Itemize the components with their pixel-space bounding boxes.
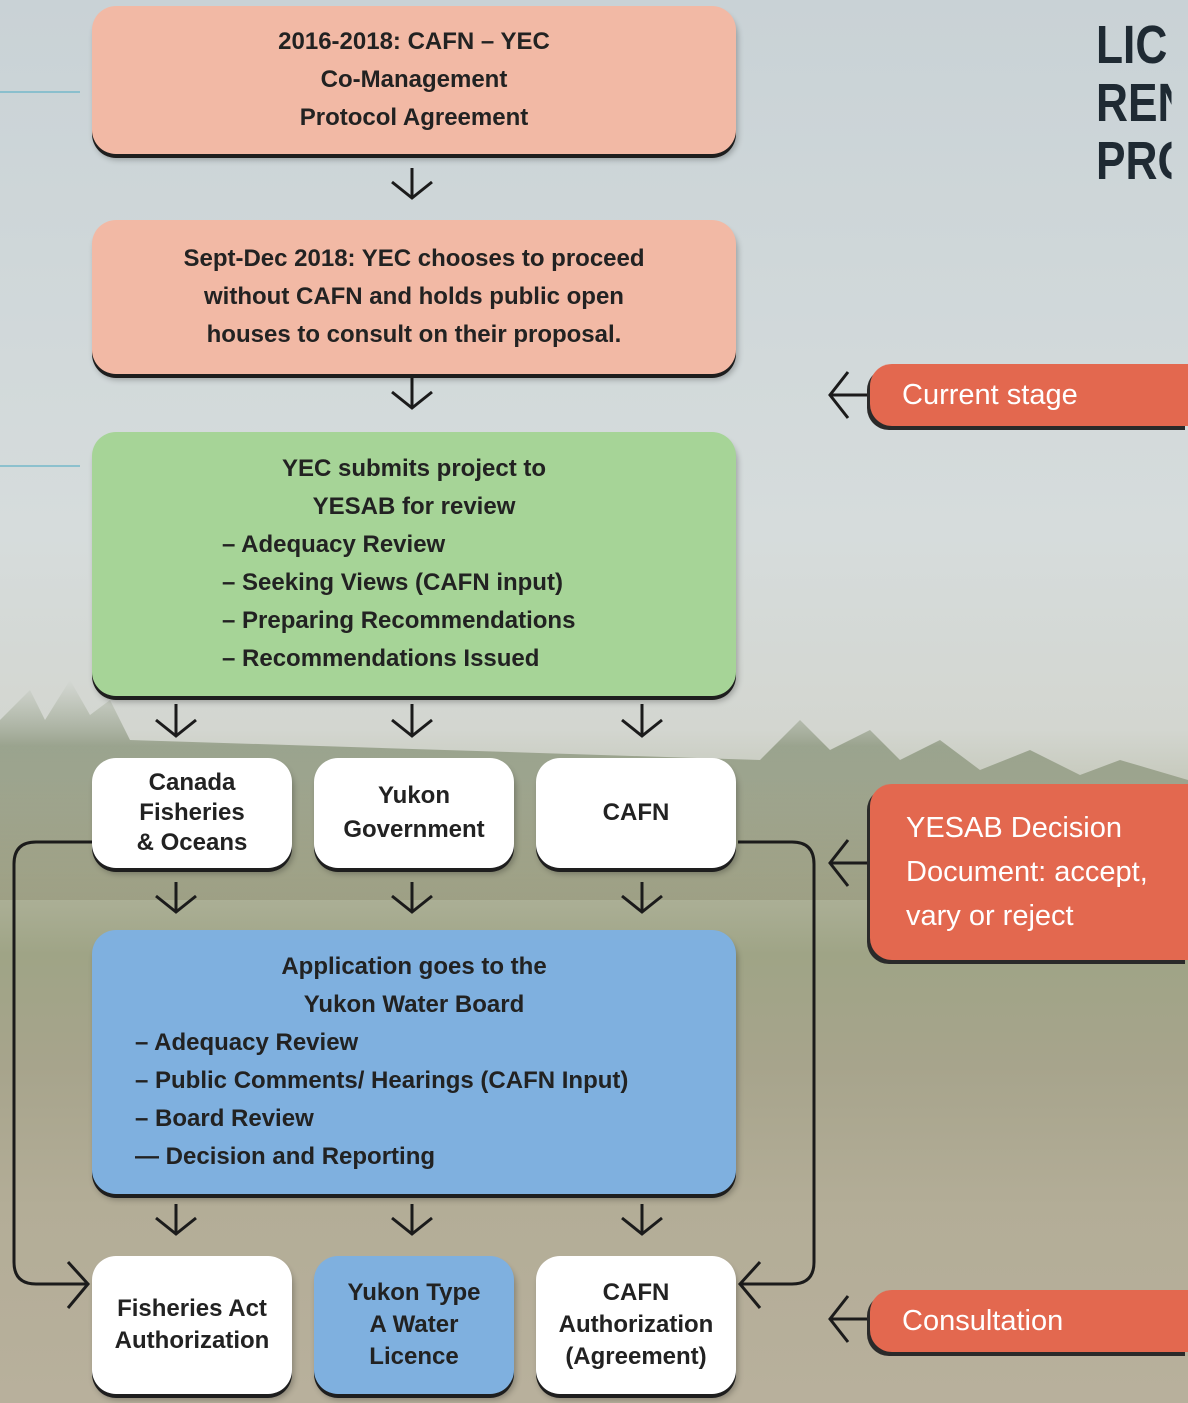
bracket-connector-left	[12, 840, 92, 1309]
arrow-down-icon	[391, 704, 433, 738]
arrow-left-icon	[828, 839, 872, 887]
box-text-line: Application goes to the	[281, 953, 547, 980]
tag-label: Consultation	[902, 1305, 1064, 1337]
title-line-1: LIC	[1096, 16, 1168, 75]
water-board-heading: Application goes to the Yukon Water Boar…	[281, 948, 546, 1024]
arrow-down-icon	[391, 1204, 433, 1236]
box-text-line: YESAB for review	[312, 493, 516, 520]
arrow-down-icon	[621, 882, 663, 914]
box-text-line: Yukon Type	[347, 1279, 481, 1306]
title-line-3: PRO	[1096, 131, 1171, 190]
list-item: — Decision and Reporting	[135, 1143, 436, 1170]
box-text-line: 2016-2018: CAFN – YEC	[278, 28, 550, 55]
box-text-line: A Water	[369, 1311, 459, 1338]
decision-document-tag: YESAB Decision Document: accept, vary or…	[870, 784, 1188, 960]
consultation-tag: Consultation	[870, 1290, 1188, 1352]
water-board-steps-list: – Adequacy Review – Public Comments/ Hea…	[135, 1024, 697, 1176]
list-item: – Adequacy Review	[222, 531, 446, 558]
title-line-2: REN	[1096, 73, 1171, 133]
list-item: – Seeking Views (CAFN input)	[222, 569, 563, 596]
yesab-heading: YEC submits project to YESAB for review	[282, 450, 546, 526]
box-text-line: Government	[343, 816, 485, 843]
box-text-line: Fisheries Act	[117, 1295, 267, 1322]
list-item: – Board Review	[135, 1105, 314, 1132]
dfo-box: Canada Fisheries & Oceans	[92, 758, 292, 868]
arrow-down-icon	[155, 704, 197, 738]
box-text-line: Authorization	[114, 1327, 270, 1354]
yesab-review-box: YEC submits project to YESAB for review …	[92, 432, 736, 696]
box-text-line: Protocol Agreement	[299, 104, 529, 131]
proceed-without-cafn-box: Sept-Dec 2018: YEC chooses to proceed wi…	[92, 220, 736, 374]
cafn-authorization-box: CAFN Authorization (Agreement)	[536, 1256, 736, 1394]
yukon-government-box: Yukon Government	[314, 758, 514, 868]
bracket-connector-right	[738, 840, 816, 1309]
arrow-down-icon	[621, 704, 663, 738]
box-text-line: CAFN	[602, 1279, 670, 1306]
tag-label: Current stage	[902, 379, 1078, 411]
box-text-line: Authorization	[558, 1311, 714, 1338]
box-text-line: Fisheries	[139, 799, 245, 826]
box-text-line: Co-Management	[320, 66, 508, 93]
arrow-left-icon	[828, 371, 872, 419]
box-text-line: Yukon Water Board	[303, 991, 525, 1018]
box-text-line: Canada	[148, 769, 236, 796]
box-text-line: without CAFN and holds public open	[204, 283, 624, 310]
water-licence-box: Yukon Type A Water Licence	[314, 1256, 514, 1394]
arrow-down-icon	[621, 1204, 663, 1236]
fisheries-act-authorization-box: Fisheries Act Authorization	[92, 1256, 292, 1394]
current-stage-tag: Current stage	[870, 364, 1188, 426]
box-text-line: Sept-Dec 2018: YEC chooses to proceed	[183, 245, 645, 272]
arrow-down-icon	[155, 1204, 197, 1236]
arrow-down-icon	[391, 168, 433, 200]
list-item: – Public Comments/ Hearings (CAFN Input)	[135, 1067, 629, 1094]
box-text-line: YEC submits project to	[281, 455, 547, 482]
page-title: LIC REN PRO	[1096, 16, 1171, 190]
list-item: – Adequacy Review	[135, 1029, 359, 1056]
box-text-line: Yukon	[377, 782, 450, 809]
water-board-box: Application goes to the Yukon Water Boar…	[92, 930, 736, 1194]
tag-label: vary or reject	[906, 900, 1074, 932]
box-text-line: (Agreement)	[565, 1343, 707, 1370]
arrow-down-icon	[391, 882, 433, 914]
box-text-line: houses to consult on their proposal.	[206, 321, 622, 348]
arrow-left-icon	[828, 1295, 872, 1343]
box-text-line: CAFN	[602, 799, 670, 826]
list-item: – Preparing Recommendations	[222, 607, 576, 634]
list-item: – Recommendations Issued	[222, 645, 540, 672]
box-text-line: & Oceans	[136, 829, 248, 856]
tag-label: Document: accept,	[906, 856, 1148, 888]
arrow-down-icon	[155, 882, 197, 914]
arrow-down-icon	[391, 378, 433, 410]
yesab-steps-list: – Adequacy Review – Seeking Views (CAFN …	[222, 526, 622, 678]
cafn-box: CAFN	[536, 758, 736, 868]
tag-label: YESAB Decision	[906, 812, 1122, 844]
box-text-line: Licence	[369, 1343, 459, 1370]
protocol-agreement-box: 2016-2018: CAFN – YEC Co-Management Prot…	[92, 6, 736, 154]
